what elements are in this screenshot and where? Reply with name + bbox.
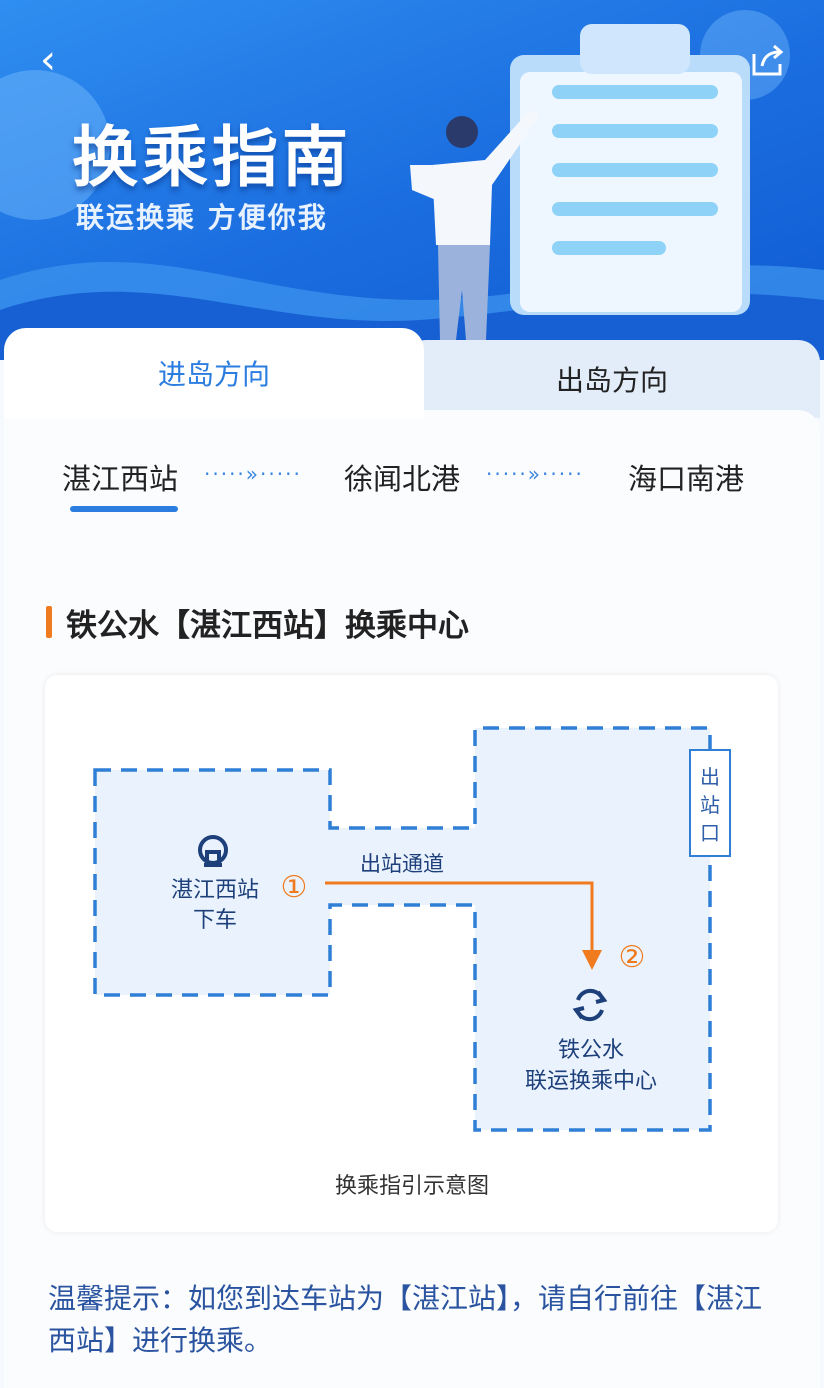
tip-text: 温馨提示：如您到达车站为【湛江站】，请自行前往【湛江西站】进行换乘。 — [48, 1282, 763, 1357]
route-separator: ·····»····· — [204, 462, 302, 486]
tab-outbound[interactable]: 出岛方向 — [404, 340, 820, 418]
section-accent-bar — [46, 606, 52, 638]
active-stop-indicator — [70, 506, 178, 512]
section-title: 铁公水【湛江西站】换乘中心 — [66, 608, 469, 644]
page-title: 换乘指南 — [72, 119, 352, 196]
route-separator: ·····»····· — [486, 462, 584, 486]
route-stop-zhanjiang-west[interactable]: 湛江西站 — [62, 462, 179, 496]
route-stop-xuwen-north[interactable]: 徐闻北港 — [344, 462, 461, 496]
banner-illustration — [0, 24, 824, 360]
tab-inbound[interactable]: 进岛方向 — [4, 328, 424, 418]
page-subtitle: 联运换乘 方便你我 — [76, 201, 328, 234]
share-icon[interactable] — [748, 40, 788, 80]
route-stop-haikou-south[interactable]: 海口南港 — [628, 462, 745, 496]
back-button[interactable]: ‹ — [40, 40, 80, 84]
hero-banner: ‹ 换乘指南 联运换乘 方便你我 — [0, 0, 824, 360]
chevron-left-icon: ‹ — [40, 37, 56, 83]
diagram-card — [45, 675, 778, 1232]
direction-tabs: 进岛方向 出岛方向 — [4, 328, 820, 418]
